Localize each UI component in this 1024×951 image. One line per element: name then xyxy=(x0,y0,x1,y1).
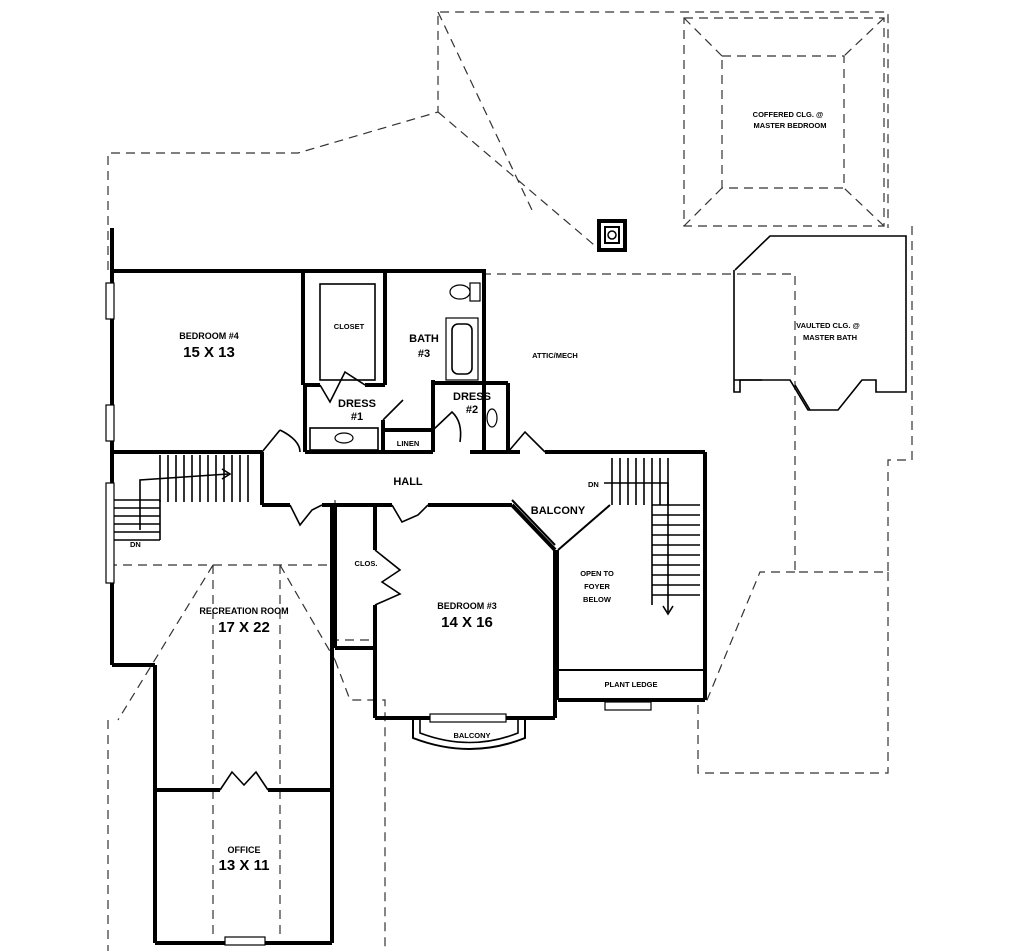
dress1-num: #1 xyxy=(351,411,363,423)
closet-label: CLOSET xyxy=(334,322,365,331)
open-foyer-2: FOYER xyxy=(584,582,610,591)
roof-outline xyxy=(107,11,913,951)
vaulted-label-2: MASTER BATH xyxy=(803,333,857,342)
dress2-num: #2 xyxy=(466,404,478,416)
bedroom4-size: 15 X 13 xyxy=(183,344,235,361)
door-swings xyxy=(219,370,546,791)
vaulted-ceiling: VAULTED CLG. @ MASTER BATH xyxy=(733,235,907,411)
bath3-name: BATH xyxy=(409,333,439,345)
attic-label: ATTIC/MECH xyxy=(532,351,578,360)
office-size: 13 X 11 xyxy=(219,857,270,874)
bay-balcony: BALCONY xyxy=(412,713,526,750)
coffered-label-1: COFFERED CLG. @ xyxy=(753,110,824,119)
stairs-left: DN xyxy=(114,455,249,549)
bath3-num: #3 xyxy=(418,348,430,360)
bedroom4-name: BEDROOM #4 xyxy=(179,331,239,341)
stairs-right-dn: DN xyxy=(588,480,599,489)
vaulted-label-1: VAULTED CLG. @ xyxy=(796,321,860,330)
recreation-name: RECREATION ROOM xyxy=(199,606,288,616)
bedroom3-name: BEDROOM #3 xyxy=(437,601,497,611)
stairs-right: DN xyxy=(588,458,700,616)
bath-fixtures xyxy=(445,282,498,428)
coffered-ceiling: COFFERED CLG. @ MASTER BEDROOM xyxy=(683,17,885,227)
linen-label: LINEN xyxy=(397,439,420,448)
room-labels: BEDROOM #4 15 X 13 CLOSET BATH #3 DRESS … xyxy=(179,322,657,874)
windows xyxy=(105,282,652,946)
balcony-hall-label: BALCONY xyxy=(531,505,586,517)
office-name: OFFICE xyxy=(228,845,261,855)
hall-label: HALL xyxy=(393,476,423,488)
clos-label: CLOS. xyxy=(355,559,378,568)
plant-ledge-label: PLANT LEDGE xyxy=(605,680,658,689)
dress1-name: DRESS xyxy=(338,398,376,410)
vanity-fixture xyxy=(309,427,379,451)
balcony-bottom-label: BALCONY xyxy=(453,731,490,740)
chimney-vent-icon xyxy=(597,219,627,252)
dress2-name: DRESS xyxy=(453,391,491,403)
coffered-label-2: MASTER BEDROOM xyxy=(754,121,827,130)
open-foyer-3: BELOW xyxy=(583,595,612,604)
stairs-left-dn: DN xyxy=(130,540,141,549)
closet-interior xyxy=(319,283,376,381)
recreation-size: 17 X 22 xyxy=(218,619,270,636)
bedroom3-size: 14 X 16 xyxy=(441,614,493,631)
open-foyer-1: OPEN TO xyxy=(580,569,614,578)
